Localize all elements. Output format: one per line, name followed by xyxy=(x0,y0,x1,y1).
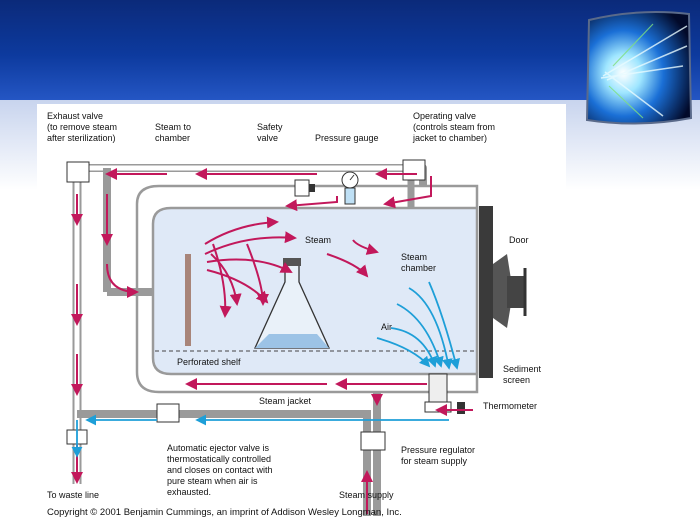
safety-valve-label: Safety valve xyxy=(257,122,285,143)
safety-valve-body xyxy=(294,179,310,197)
pressure-gauge-label: Pressure gauge xyxy=(315,133,379,143)
waste-line-label: To waste line xyxy=(47,490,99,500)
steam-jacket-label: Steam jacket xyxy=(259,396,312,406)
perforated-shelf-label: Perforated shelf xyxy=(177,357,241,367)
operating-valve-body xyxy=(402,159,426,181)
steam-chamber-label: Steam chamber xyxy=(401,252,436,273)
pressure-regulator-body xyxy=(360,431,386,451)
air-flow-arrows xyxy=(71,281,460,458)
copyright-text: Copyright © 2001 Benjamin Cummings, an i… xyxy=(47,507,402,518)
door-panel xyxy=(479,206,493,378)
steam-chamber-body xyxy=(151,206,479,376)
steam-jacket-outer xyxy=(135,184,479,394)
exhaust-valve-label: Exhaust valve (to remove steam after ste… xyxy=(47,111,120,143)
pressure-regulator-label: Pressure regulator for steam supply xyxy=(401,445,478,466)
sediment-screen-body xyxy=(428,373,448,403)
sediment-screen-label: Sediment screen xyxy=(503,364,544,385)
ejector-valve-label: Automatic ejector valve is thermostatica… xyxy=(167,443,275,497)
rack-plate xyxy=(185,254,191,346)
slide-banner xyxy=(0,0,700,100)
steam-flow-arrows xyxy=(71,168,473,514)
ejector-valve-body xyxy=(156,403,180,423)
thermometer-body xyxy=(457,402,465,414)
door-label: Door xyxy=(509,235,529,245)
operating-valve-label: Operating valve (controls steam from jac… xyxy=(412,111,498,143)
light-burst-icon xyxy=(583,6,695,128)
steam-label: Steam xyxy=(305,235,331,245)
steam-supply-label: Steam supply xyxy=(339,490,394,500)
exhaust-valve-body xyxy=(66,161,90,183)
autoclave-diagram: Exhaust valve (to remove steam after ste… xyxy=(37,104,566,522)
thermometer-label: Thermometer xyxy=(483,401,537,411)
steam-to-chamber-label: Steam to chamber xyxy=(155,122,194,143)
air-label: Air xyxy=(381,322,392,332)
